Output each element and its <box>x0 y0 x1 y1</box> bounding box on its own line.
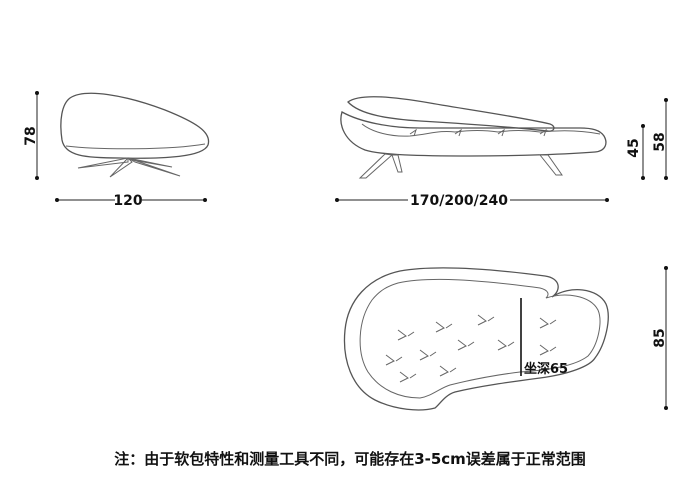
side-view: 170/200/240 45 58 <box>335 96 668 209</box>
top-view-tufts <box>385 314 557 383</box>
side-view-backrest <box>347 96 555 132</box>
front-view-base-line <box>65 143 206 150</box>
front-width-label: 120 <box>113 193 142 209</box>
seat-height-dimension <box>641 124 645 180</box>
front-view: 78 120 <box>23 91 210 209</box>
back-height-dimension <box>664 98 668 180</box>
side-view-body <box>340 111 607 157</box>
top-depth-dimension <box>664 266 668 410</box>
front-height-label: 78 <box>23 126 39 145</box>
back-height-label: 58 <box>652 132 668 151</box>
seat-depth-label: 坐深65 <box>524 361 568 377</box>
top-view-inner-seat <box>359 278 601 399</box>
side-view-legs <box>358 153 563 179</box>
side-view-tufts <box>409 128 547 137</box>
top-view: 坐深65 85 <box>343 266 668 411</box>
disclaimer-note: 注：由于软包特性和测量工具不同，可能存在3-5cm误差属于正常范围 <box>114 450 586 468</box>
side-length-dimension <box>335 198 609 202</box>
front-view-legs <box>77 157 181 178</box>
front-view-body <box>60 92 210 159</box>
side-view-seat-cushion <box>361 123 601 137</box>
top-view-outline <box>343 267 609 411</box>
top-depth-label: 85 <box>652 328 668 347</box>
side-length-label: 170/200/240 <box>410 193 508 209</box>
front-width-dimension <box>55 198 207 202</box>
front-height-dimension <box>35 91 39 180</box>
seat-height-label: 45 <box>626 138 642 157</box>
